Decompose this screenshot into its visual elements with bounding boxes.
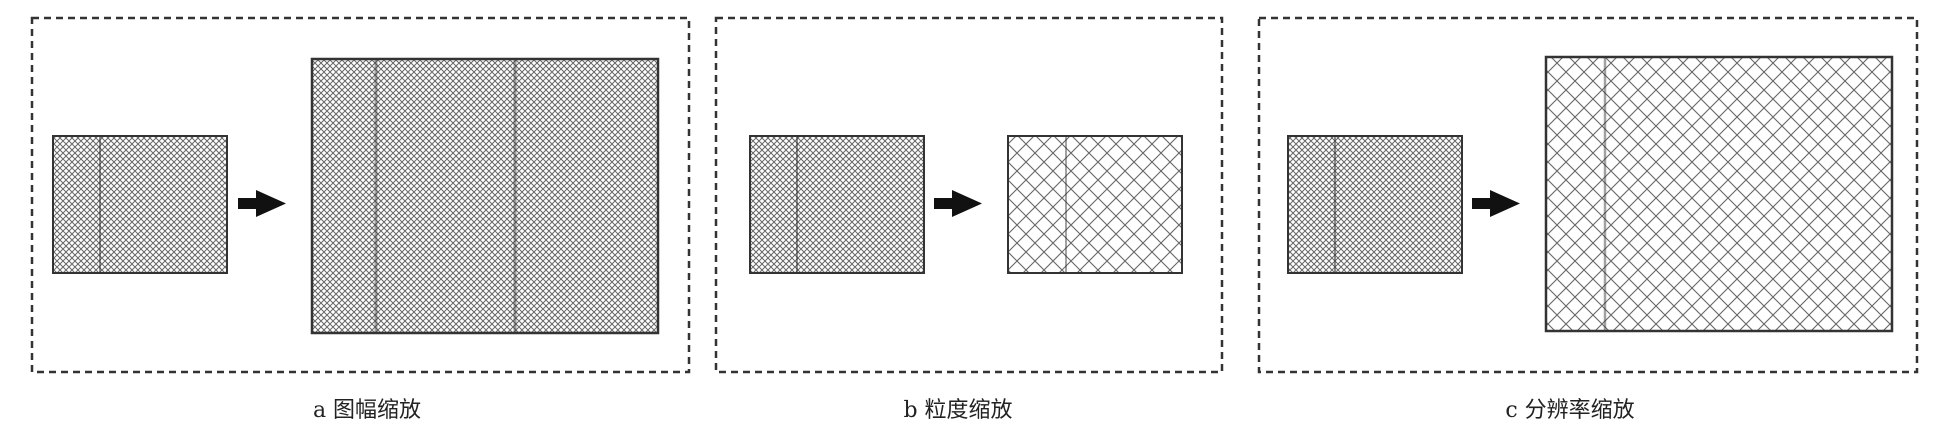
caption-a: a 图幅缩放 — [312, 398, 422, 423]
panel-c — [1257, 16, 1919, 374]
panel-c-result-image — [1544, 55, 1894, 333]
caption-c: c 分辨率缩放 — [1505, 398, 1635, 423]
caption-b: b 粒度缩放 — [903, 398, 1013, 423]
panel-c-frame — [1257, 16, 1919, 374]
panel-a — [30, 16, 691, 374]
panel-a-arrow-icon — [238, 190, 286, 217]
panel-b-frame — [714, 16, 1224, 374]
panel-b-arrow-icon — [934, 190, 982, 217]
panel-b-source-image — [749, 135, 925, 274]
panel-a-frame — [30, 16, 691, 374]
panel-a-result-image — [310, 57, 660, 335]
panel-b-result-image — [1007, 135, 1183, 274]
panel-c-source-image — [1287, 135, 1463, 274]
panel-b — [714, 16, 1224, 374]
panel-a-source-image — [52, 135, 228, 274]
panel-c-arrow-icon — [1472, 190, 1520, 217]
